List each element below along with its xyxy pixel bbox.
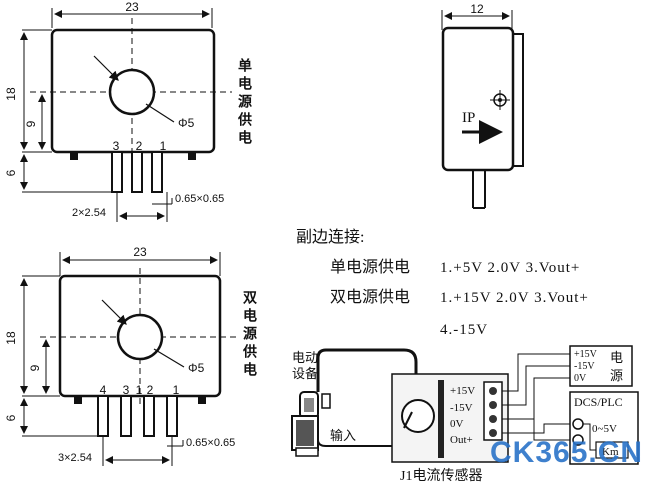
bottom-pin-number: 2 — [147, 383, 154, 397]
top-supply-label: 单电源供电 — [237, 57, 253, 148]
top-pin-number: 2 — [136, 139, 143, 153]
motor-icon — [291, 391, 331, 457]
bottom-sensor-body — [58, 274, 222, 398]
pinout-dual-pins-extra: 4.-15V — [440, 322, 488, 338]
power-supply-box — [569, 345, 633, 387]
top-width-dim: 23 — [125, 0, 139, 14]
pinout-dual-pins: 1.+15V 2.0V 3.Vout+ — [440, 290, 589, 306]
sensor-terminal-label: +15V — [450, 385, 475, 397]
top-pin-pitch: 2×2.54 — [72, 207, 106, 219]
pinout-title: 副边连接: — [296, 228, 364, 246]
side-view-drawing: 12 IP — [441, 2, 524, 209]
sensor-terminal-label: -15V — [450, 402, 473, 414]
equipment-label-line2: 设备 — [292, 366, 318, 381]
top-hole — [108, 68, 156, 116]
bottom-pin-number: 4 — [100, 383, 107, 397]
input-label: 输入 — [330, 428, 356, 443]
power-label-line1: 电 — [610, 350, 623, 365]
sensor-terminal-label: Out+ — [450, 434, 473, 446]
top-pin-number: 3 — [113, 139, 120, 153]
top-pin-number: 1 — [160, 139, 167, 153]
bottom-pin-pitch: 3×2.54 — [58, 452, 92, 464]
top-pin-dim: 6 — [4, 169, 18, 176]
equipment-label-line1: 电动 — [292, 350, 318, 365]
pinout-text: 副边连接: 单电源供电 1.+5V 2.0V 3.Vout+ 双电源供电 1.+… — [296, 228, 589, 338]
top-half-dim: 9 — [24, 120, 38, 127]
side-depth-dim: 12 — [470, 2, 484, 16]
bottom-supply-label: 双电源供电 — [242, 290, 258, 380]
side-body — [441, 26, 515, 172]
top-pin-size: 0.65×0.65 — [175, 193, 224, 205]
dcs-range: 0~5V — [592, 423, 617, 435]
power-terminal-label: -15V — [574, 361, 595, 372]
pinout-dual-label: 双电源供电 — [330, 288, 410, 306]
dcs-meter: Km — [602, 446, 619, 458]
pinout-single-label: 单电源供电 — [330, 258, 410, 276]
watermark: CK365.CN — [490, 436, 643, 469]
side-current-label: IP — [462, 110, 475, 126]
bottom-pin-number: 1 — [136, 383, 143, 397]
sensor-terminal-label: 0V — [450, 418, 464, 430]
top-hole-label: Φ5 — [178, 116, 195, 130]
power-terminal-label: +15V — [574, 349, 598, 360]
sensor-caption: J1电流传感器 — [400, 467, 482, 484]
bottom-pin-number: 3 — [123, 383, 130, 397]
bottom-height-dim: 18 — [4, 331, 18, 345]
dcs-label: DCS/PLC — [574, 395, 623, 409]
pinout-single-pins: 1.+5V 2.0V 3.Vout+ — [440, 260, 580, 276]
bottom-pin-number: 1 — [173, 383, 180, 397]
top-height-dim: 18 — [4, 87, 18, 101]
bottom-pin-dim: 6 — [4, 414, 18, 421]
bottom-sensor-drawing: 23 Φ5 18 9 6 4 3 1 2 1 3×2.54 0.65×0. — [4, 245, 258, 466]
bottom-hole — [116, 313, 164, 361]
bottom-half-dim: 9 — [28, 364, 42, 371]
bottom-pin-size: 0.65×0.65 — [186, 437, 235, 449]
top-sensor-drawing: 23 Φ5 18 9 6 3 2 1 — [4, 0, 253, 222]
power-label-line2: 源 — [610, 368, 623, 383]
bottom-width-dim: 23 — [133, 245, 147, 259]
power-terminal-label: 0V — [574, 373, 587, 384]
wiring-diagram: 电动 设备 输入 +15V -15V 0V Out+ J1电流传感器 — [291, 345, 639, 484]
bottom-hole-label: Φ5 — [188, 361, 205, 375]
